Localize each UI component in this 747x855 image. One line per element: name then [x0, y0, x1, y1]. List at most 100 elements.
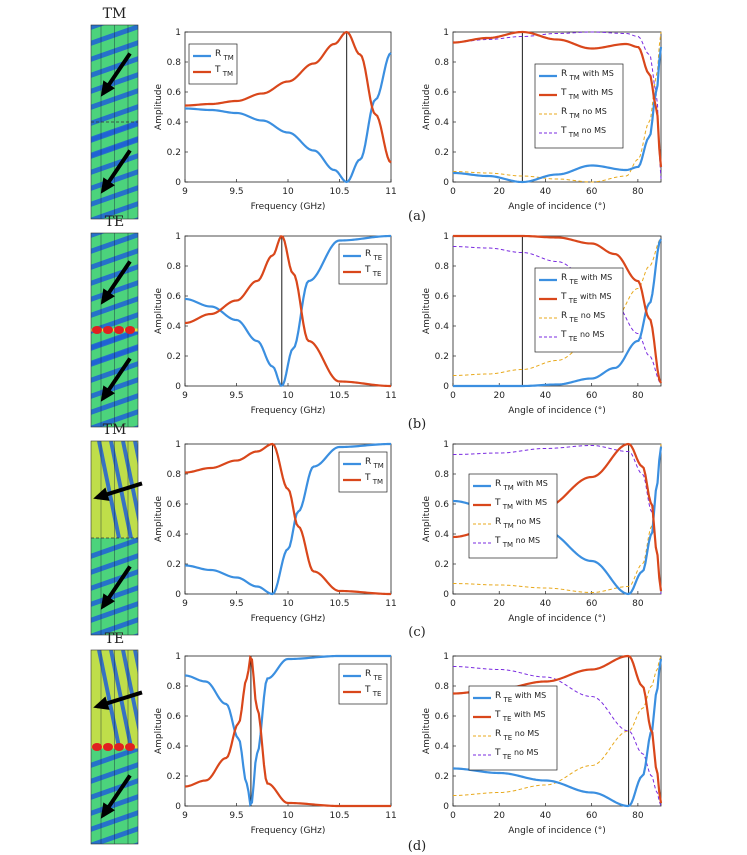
- x-tick-label: 0: [450, 811, 456, 821]
- series-T: [184, 442, 392, 596]
- hot-spot: [125, 326, 135, 334]
- y-tick-label: 0.4: [435, 118, 450, 128]
- y-tick-label: 0.2: [435, 148, 449, 158]
- field-frame: [90, 649, 139, 845]
- hot-spot: [92, 326, 102, 334]
- y-tick-label: 0.8: [435, 682, 450, 692]
- mode-label: TM: [103, 6, 127, 22]
- x-axis-label: Frequency (GHz): [251, 826, 326, 836]
- x-tick-label: 9.5: [229, 391, 243, 401]
- series-T-with-MS: [453, 234, 662, 384]
- legend-label: T TE with MS: [560, 292, 611, 305]
- y-tick-label: 0.2: [167, 560, 181, 570]
- x-tick-label: 60: [586, 187, 598, 197]
- series-T-no-MS: [452, 444, 662, 595]
- series-R-with-MS: [452, 46, 663, 184]
- legend-label: R TE with MS: [561, 273, 612, 286]
- legend-label: T TM with MS: [560, 88, 613, 101]
- series-R-no-MS: [452, 443, 662, 594]
- y-tick-label: 0.6: [167, 712, 182, 722]
- y-tick-label: 0: [175, 382, 181, 392]
- x-tick-label: 80: [632, 391, 644, 401]
- panel-caption: (b): [408, 417, 426, 432]
- x-tick-label: 0: [450, 391, 456, 401]
- series-R: [184, 52, 392, 184]
- y-tick-label: 0.6: [435, 292, 450, 302]
- y-tick-label: 0.4: [167, 322, 182, 332]
- legend-label: T TE: [364, 265, 381, 278]
- y-tick-label: 0.6: [167, 500, 182, 510]
- y-tick-label: 0.4: [167, 530, 182, 540]
- y-tick-label: 1: [175, 28, 181, 38]
- legend-label: T TM no MS: [494, 536, 540, 549]
- legend-label: R TE: [365, 249, 382, 262]
- y-tick-label: 0.4: [435, 742, 450, 752]
- series-T: [184, 30, 392, 164]
- x-tick-label: 60: [586, 811, 598, 821]
- legend-label: R TM no MS: [561, 107, 607, 120]
- x-tick-label: 10.5: [329, 391, 349, 401]
- field-stripe: [91, 25, 105, 30]
- y-tick-label: 0.4: [167, 118, 182, 128]
- hot-spot: [92, 743, 102, 751]
- x-tick-label: 20: [493, 811, 505, 821]
- x-tick-label: 10.5: [329, 811, 349, 821]
- legend-box: [468, 473, 558, 559]
- y-axis-label: Amplitude: [154, 83, 164, 130]
- series-T-no-MS: [452, 246, 662, 384]
- legend-label: T TE no MS: [560, 330, 604, 343]
- y-tick-label: 1: [443, 652, 449, 662]
- y-tick-label: 0.8: [167, 682, 182, 692]
- y-axis-label: Amplitude: [154, 495, 164, 542]
- field-map: [91, 441, 138, 635]
- y-tick-label: 0.2: [435, 560, 449, 570]
- legend-label: R TE: [365, 669, 382, 682]
- arrow-head: [100, 80, 115, 97]
- arrow-head: [93, 696, 110, 710]
- legend-label: R TE no MS: [495, 729, 539, 742]
- x-tick-label: 10: [282, 811, 294, 821]
- x-axis-label: Frequency (GHz): [251, 614, 326, 624]
- legend-label: R TM no MS: [495, 517, 541, 530]
- y-axis-label: Amplitude: [422, 707, 432, 754]
- arrow-head: [100, 802, 115, 819]
- series-T: [184, 654, 391, 808]
- y-tick-label: 1: [175, 652, 181, 662]
- mode-label: TM: [103, 422, 127, 438]
- field-map: [91, 650, 138, 844]
- arrow-head: [100, 385, 115, 402]
- field-frame: [90, 232, 139, 428]
- legend-label: T TE: [364, 685, 381, 698]
- legend-label: T TM: [214, 65, 233, 78]
- y-tick-label: 0.6: [435, 500, 450, 510]
- series-R-no-MS: [452, 31, 662, 183]
- series-T-no-MS: [452, 31, 662, 180]
- arrow-head: [100, 593, 115, 610]
- legend-box: [188, 43, 238, 85]
- arrow-head: [100, 177, 115, 194]
- y-tick-label: 0.2: [167, 772, 181, 782]
- y-tick-label: 0.6: [435, 712, 450, 722]
- series-R: [184, 442, 392, 596]
- y-tick-label: 0.8: [167, 58, 182, 68]
- y-tick-label: 0.8: [167, 262, 182, 272]
- y-axis-label: Amplitude: [422, 495, 432, 542]
- y-tick-label: 0: [443, 802, 449, 812]
- series-R-no-MS: [452, 238, 662, 376]
- mode-label: TE: [105, 631, 125, 647]
- y-tick-label: 0.2: [435, 772, 449, 782]
- hot-spot: [114, 743, 124, 751]
- hot-spot: [125, 743, 135, 751]
- field-stripe: [97, 441, 121, 539]
- y-tick-label: 0.2: [167, 148, 181, 158]
- x-tick-label: 9.5: [229, 811, 243, 821]
- x-axis-label: Angle of incidence (°): [508, 614, 605, 624]
- legend-label: R TM: [215, 49, 234, 62]
- y-tick-label: 0.4: [435, 322, 450, 332]
- y-tick-label: 0.4: [167, 742, 182, 752]
